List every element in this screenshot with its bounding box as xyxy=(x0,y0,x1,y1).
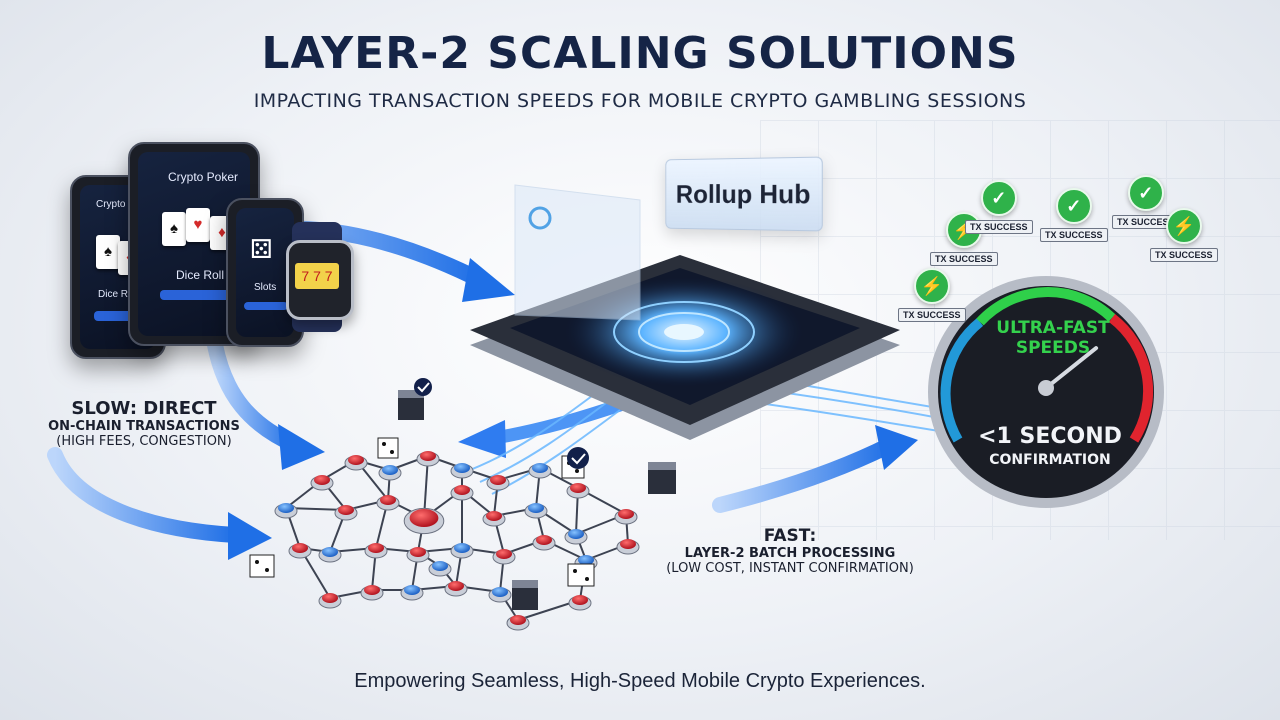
network-node-red xyxy=(506,615,530,631)
network-node-red xyxy=(334,505,358,521)
network-node-blue xyxy=(318,547,342,563)
network-node-red xyxy=(344,455,368,471)
network-node-red xyxy=(318,593,342,609)
play-button[interactable] xyxy=(160,290,230,300)
tx-success-badge: ✓TX SUCCESS xyxy=(1112,175,1180,229)
network-node-red xyxy=(566,483,590,499)
arrow-slow-path xyxy=(47,447,243,543)
phone-right: ⚄ Slots xyxy=(226,198,304,347)
network-node-red xyxy=(360,585,384,601)
playing-card: ♠ xyxy=(96,235,120,269)
slow-path-line2: ON-CHAIN TRANSACTIONS xyxy=(48,419,240,434)
game-label: Dice Roll xyxy=(98,289,139,300)
fast-path-label: FAST: LAYER-2 BATCH PROCESSING (LOW COST… xyxy=(640,526,940,576)
speed-gauge xyxy=(928,276,1164,508)
hub-screen-panel xyxy=(514,184,641,321)
slow-path-label: SLOW: DIRECT ON-CHAIN TRANSACTIONS (HIGH… xyxy=(24,398,264,449)
play-button[interactable] xyxy=(244,302,288,310)
badge-label: TX SUCCESS xyxy=(1040,228,1108,242)
network-node-blue xyxy=(378,465,402,481)
dice-icon: ⚄ xyxy=(250,234,273,264)
badge-label: TX SUCCESS xyxy=(1150,248,1218,262)
gauge-headline: ULTRA-FAST SPEEDS xyxy=(996,318,1110,358)
network-node-red xyxy=(416,451,440,467)
gauge-value: <1 SECOND xyxy=(978,424,1122,449)
network-node-red xyxy=(450,485,474,501)
arrow-head-hub xyxy=(462,258,515,302)
network-node-red xyxy=(614,509,638,525)
arrow-hub-to-network xyxy=(488,398,627,445)
tx-success-badge: ⚡ TX SUCCESS xyxy=(1150,208,1218,262)
check-icon: ✓ xyxy=(980,180,1017,216)
arrow-head-slow xyxy=(228,512,272,560)
fast-path-line2: LAYER-2 BATCH PROCESSING xyxy=(684,546,896,561)
rollup-hub-label: Rollup Hub xyxy=(665,156,823,232)
network-node-red xyxy=(568,595,592,611)
page-title: LAYER-2 SCALING SOLUTIONS xyxy=(261,28,1019,79)
hub-core-ring xyxy=(613,301,755,363)
smartwatch: 7 7 7 xyxy=(286,240,354,320)
network-node-blue xyxy=(488,587,512,603)
check-icon: ✓ xyxy=(1055,188,1092,224)
app-title: Crypto Poker xyxy=(96,199,155,210)
slot-machine-icon: 7 7 7 xyxy=(295,263,339,289)
game-label: Dice Roll xyxy=(176,268,225,282)
network-node-red xyxy=(406,547,430,563)
arrow-head-hub-network xyxy=(458,420,506,458)
lightning-icon: ⚡ xyxy=(913,268,950,304)
network-node-red xyxy=(310,475,334,491)
network-node-blue xyxy=(450,543,474,559)
slow-path-line3: (HIGH FEES, CONGESTION) xyxy=(56,434,232,449)
slow-path-line1: SLOW: DIRECT xyxy=(71,398,217,419)
network-node-red xyxy=(492,549,516,565)
network-node-blue xyxy=(528,463,552,479)
network-node-blue xyxy=(564,529,588,545)
network-node-blue xyxy=(450,463,474,479)
network-node-red xyxy=(482,511,506,527)
check-icon xyxy=(414,378,432,396)
page-subtitle: IMPACTING TRANSACTION SPEEDS FOR MOBILE … xyxy=(253,90,1027,112)
fast-path-line3: (LOW COST, INSTANT CONFIRMATION) xyxy=(666,561,914,576)
arrow-fast-to-gauge xyxy=(712,437,898,513)
footer-tagline: Empowering Seamless, High-Speed Mobile C… xyxy=(354,670,926,692)
play-button[interactable] xyxy=(94,311,154,321)
lightning-icon: ⚡ xyxy=(1165,208,1202,244)
game-label: Slots xyxy=(254,282,277,293)
network-node-red xyxy=(486,475,510,491)
tx-success-badge: ✓ TX SUCCESS xyxy=(1040,188,1108,242)
check-icon: ✓ xyxy=(1127,175,1164,211)
network-node-blue xyxy=(524,503,548,519)
network-nodes xyxy=(274,451,640,631)
check-icon xyxy=(567,447,589,469)
tx-success-badge: ✓ TX SUCCESS xyxy=(965,180,1033,234)
app-title: Crypto Poker xyxy=(168,170,239,184)
gauge-caption: CONFIRMATION xyxy=(989,452,1111,468)
playing-card: ♠ xyxy=(162,212,186,246)
network-node-red xyxy=(403,507,445,535)
tx-success-badge: ⚡ TX SUCCESS xyxy=(898,268,966,322)
arrow-head-network xyxy=(278,424,325,470)
badge-label: TX SUCCESS xyxy=(965,220,1033,234)
network-node-red xyxy=(532,535,556,551)
phone-right-screen: ⚄ Slots xyxy=(236,208,294,337)
arrow-head-gauge xyxy=(875,425,918,470)
network-node-red xyxy=(364,543,388,559)
network-node-blue xyxy=(274,503,298,519)
network-node-red xyxy=(444,581,468,597)
badge-label: TX SUCCESS xyxy=(930,252,998,266)
network-node-blue xyxy=(400,585,424,601)
network-node-red xyxy=(616,539,640,555)
network-node-red xyxy=(288,543,312,559)
network-node-red xyxy=(376,495,400,511)
block-cubes xyxy=(249,390,676,610)
badge-label: TX SUCCESS xyxy=(898,308,966,322)
gauge-needle xyxy=(1044,346,1099,390)
playing-card: ♥ xyxy=(186,208,210,242)
network-node-blue xyxy=(428,561,452,577)
fast-path-line1: FAST: xyxy=(763,526,817,546)
